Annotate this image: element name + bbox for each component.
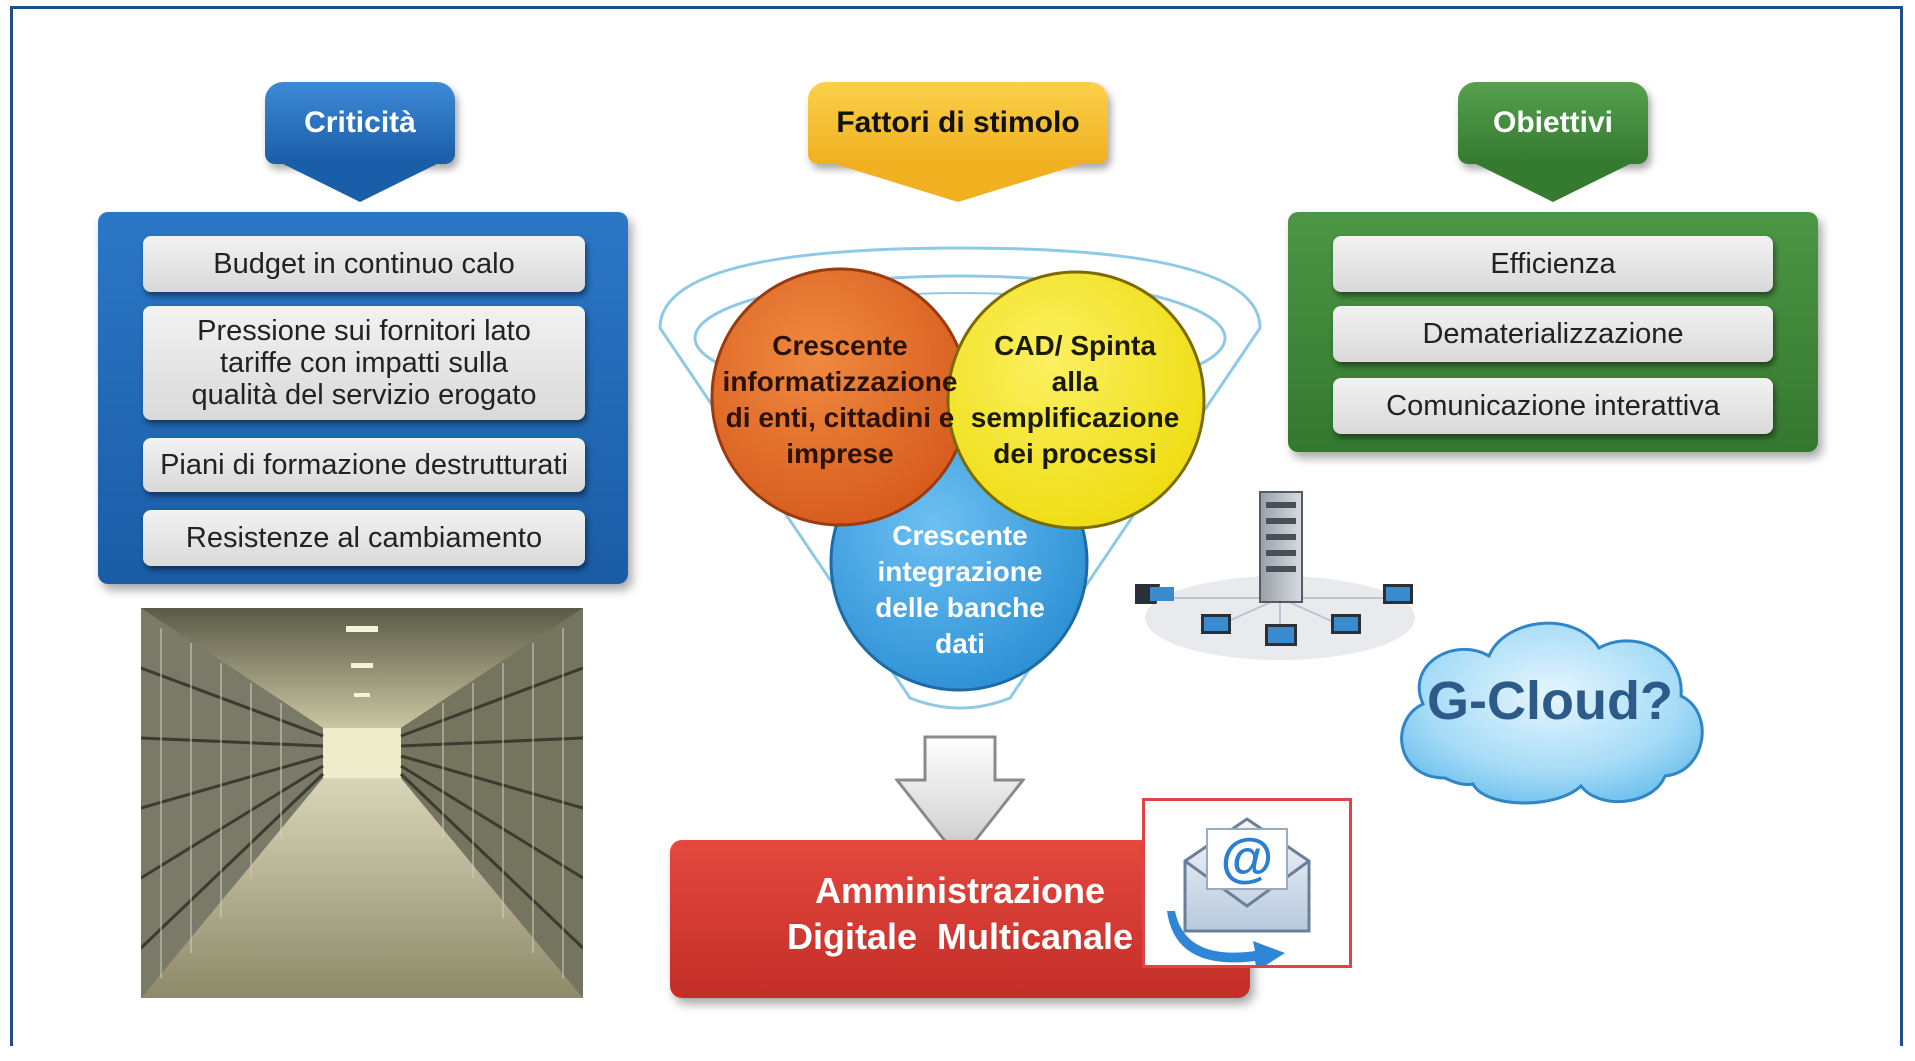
circle-informatizzazione-label: Crescente informatizzazione di enti, cit… xyxy=(722,330,958,469)
obiettivi-item: Comunicazione interattiva xyxy=(1333,378,1773,434)
criticita-item: Budget in continuo calo xyxy=(143,236,585,292)
obiettivi-item: Efficienza xyxy=(1333,236,1773,292)
obiettivi-tab-arrow xyxy=(1468,160,1638,202)
criticita-item: Resistenze al cambiamento xyxy=(143,510,585,566)
obiettivi-title: Obiettivi xyxy=(1492,106,1613,139)
svg-text:@: @ xyxy=(1221,828,1274,888)
result-label-line1: Amministrazione xyxy=(814,870,1106,911)
fattori-title: Fattori di stimolo xyxy=(836,106,1080,139)
email-icon-frame: @ xyxy=(1142,798,1352,971)
criticita-title: Criticità xyxy=(304,106,416,139)
result-label: Amministrazione Digitale Multicanale xyxy=(690,868,1230,960)
cloud-label: G-Cloud? xyxy=(1427,671,1673,731)
circle-cad xyxy=(946,270,1206,530)
criticita-item: Pressione sui fornitori lato tariffe con… xyxy=(143,306,585,420)
archive-corridor-photo xyxy=(141,608,583,998)
criticita-tab: Criticità xyxy=(265,82,455,164)
down-arrow-icon xyxy=(895,735,1025,863)
email-icon: @ xyxy=(1167,817,1311,971)
obiettivi-item: Dematerializzazione xyxy=(1333,306,1773,362)
venn-circles xyxy=(710,267,1206,692)
cloud-shape xyxy=(1400,621,1704,805)
outer-frame xyxy=(10,6,1903,1046)
result-label-line2: Digitale Multicanale xyxy=(786,916,1134,957)
server-network-icon xyxy=(1135,491,1415,660)
criticita-tab-arrow xyxy=(275,160,445,202)
circle-cad-label: CAD/ Spinta alla semplificazione dei pro… xyxy=(970,330,1180,469)
circle-integrazione-label: Crescente integrazione delle banche dati xyxy=(875,520,1045,659)
fattori-tab-arrow xyxy=(822,160,1094,202)
obiettivi-tab: Obiettivi xyxy=(1458,82,1648,164)
criticita-item: Piani di formazione destrutturati xyxy=(143,438,585,492)
fattori-tab: Fattori di stimolo xyxy=(808,82,1108,164)
